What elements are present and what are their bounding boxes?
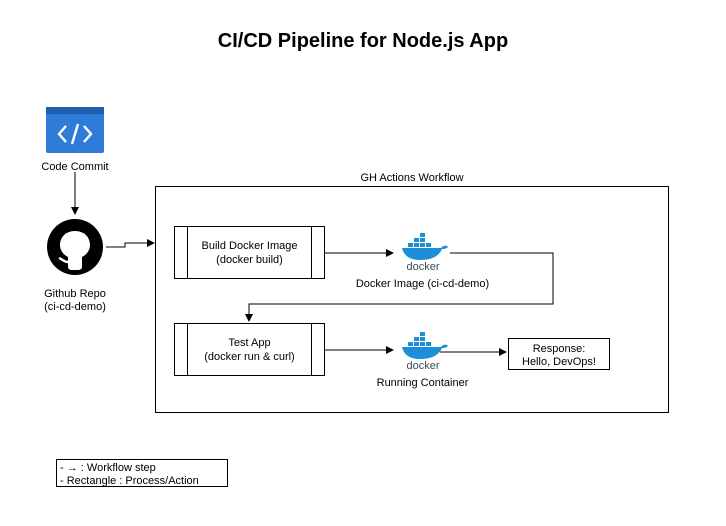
build-step-line2: (docker build) [216,253,283,266]
running-container-label: Running Container [376,377,469,389]
arrow-image-to-test [245,252,554,322]
docker-image-label: Docker Image (ci-cd-demo) [355,278,490,290]
build-step-line1: Build Docker Image [201,239,298,252]
docker-logo-icon: docker [396,232,450,272]
page-title: CI/CD Pipeline for Node.js App [217,30,509,52]
legend-line1: - → : Workflow step [60,462,156,474]
legend-line2: - Rectangle : Process/Action [60,475,199,487]
github-label-line2: (ci-cd-demo) [44,301,106,313]
code-commit-label: Code Commit [41,161,109,173]
workflow-label: GH Actions Workflow [360,172,464,184]
docker-logo-icon: docker [396,331,450,371]
arrow-github-to-workflow [106,239,155,248]
response-line2: Hello, DevOps! [522,356,596,368]
github-icon [46,218,104,276]
test-app-process: Test App (docker run & curl) [174,323,325,376]
legend-box: - → : Workflow step - Rectangle : Proces… [56,459,228,487]
build-docker-image-process: Build Docker Image (docker build) [174,226,325,279]
test-step-line1: Test App [228,336,271,349]
github-label-line1: Github Repo [44,288,106,300]
running-container-logo-text: docker [406,360,439,371]
response-box: Response: Hello, DevOps! [508,338,610,370]
response-line1: Response: [532,343,586,355]
test-step-line2: (docker run & curl) [204,350,295,363]
code-icon [46,107,104,153]
docker-image-logo-text: docker [406,261,439,272]
workflow-container [155,186,669,413]
